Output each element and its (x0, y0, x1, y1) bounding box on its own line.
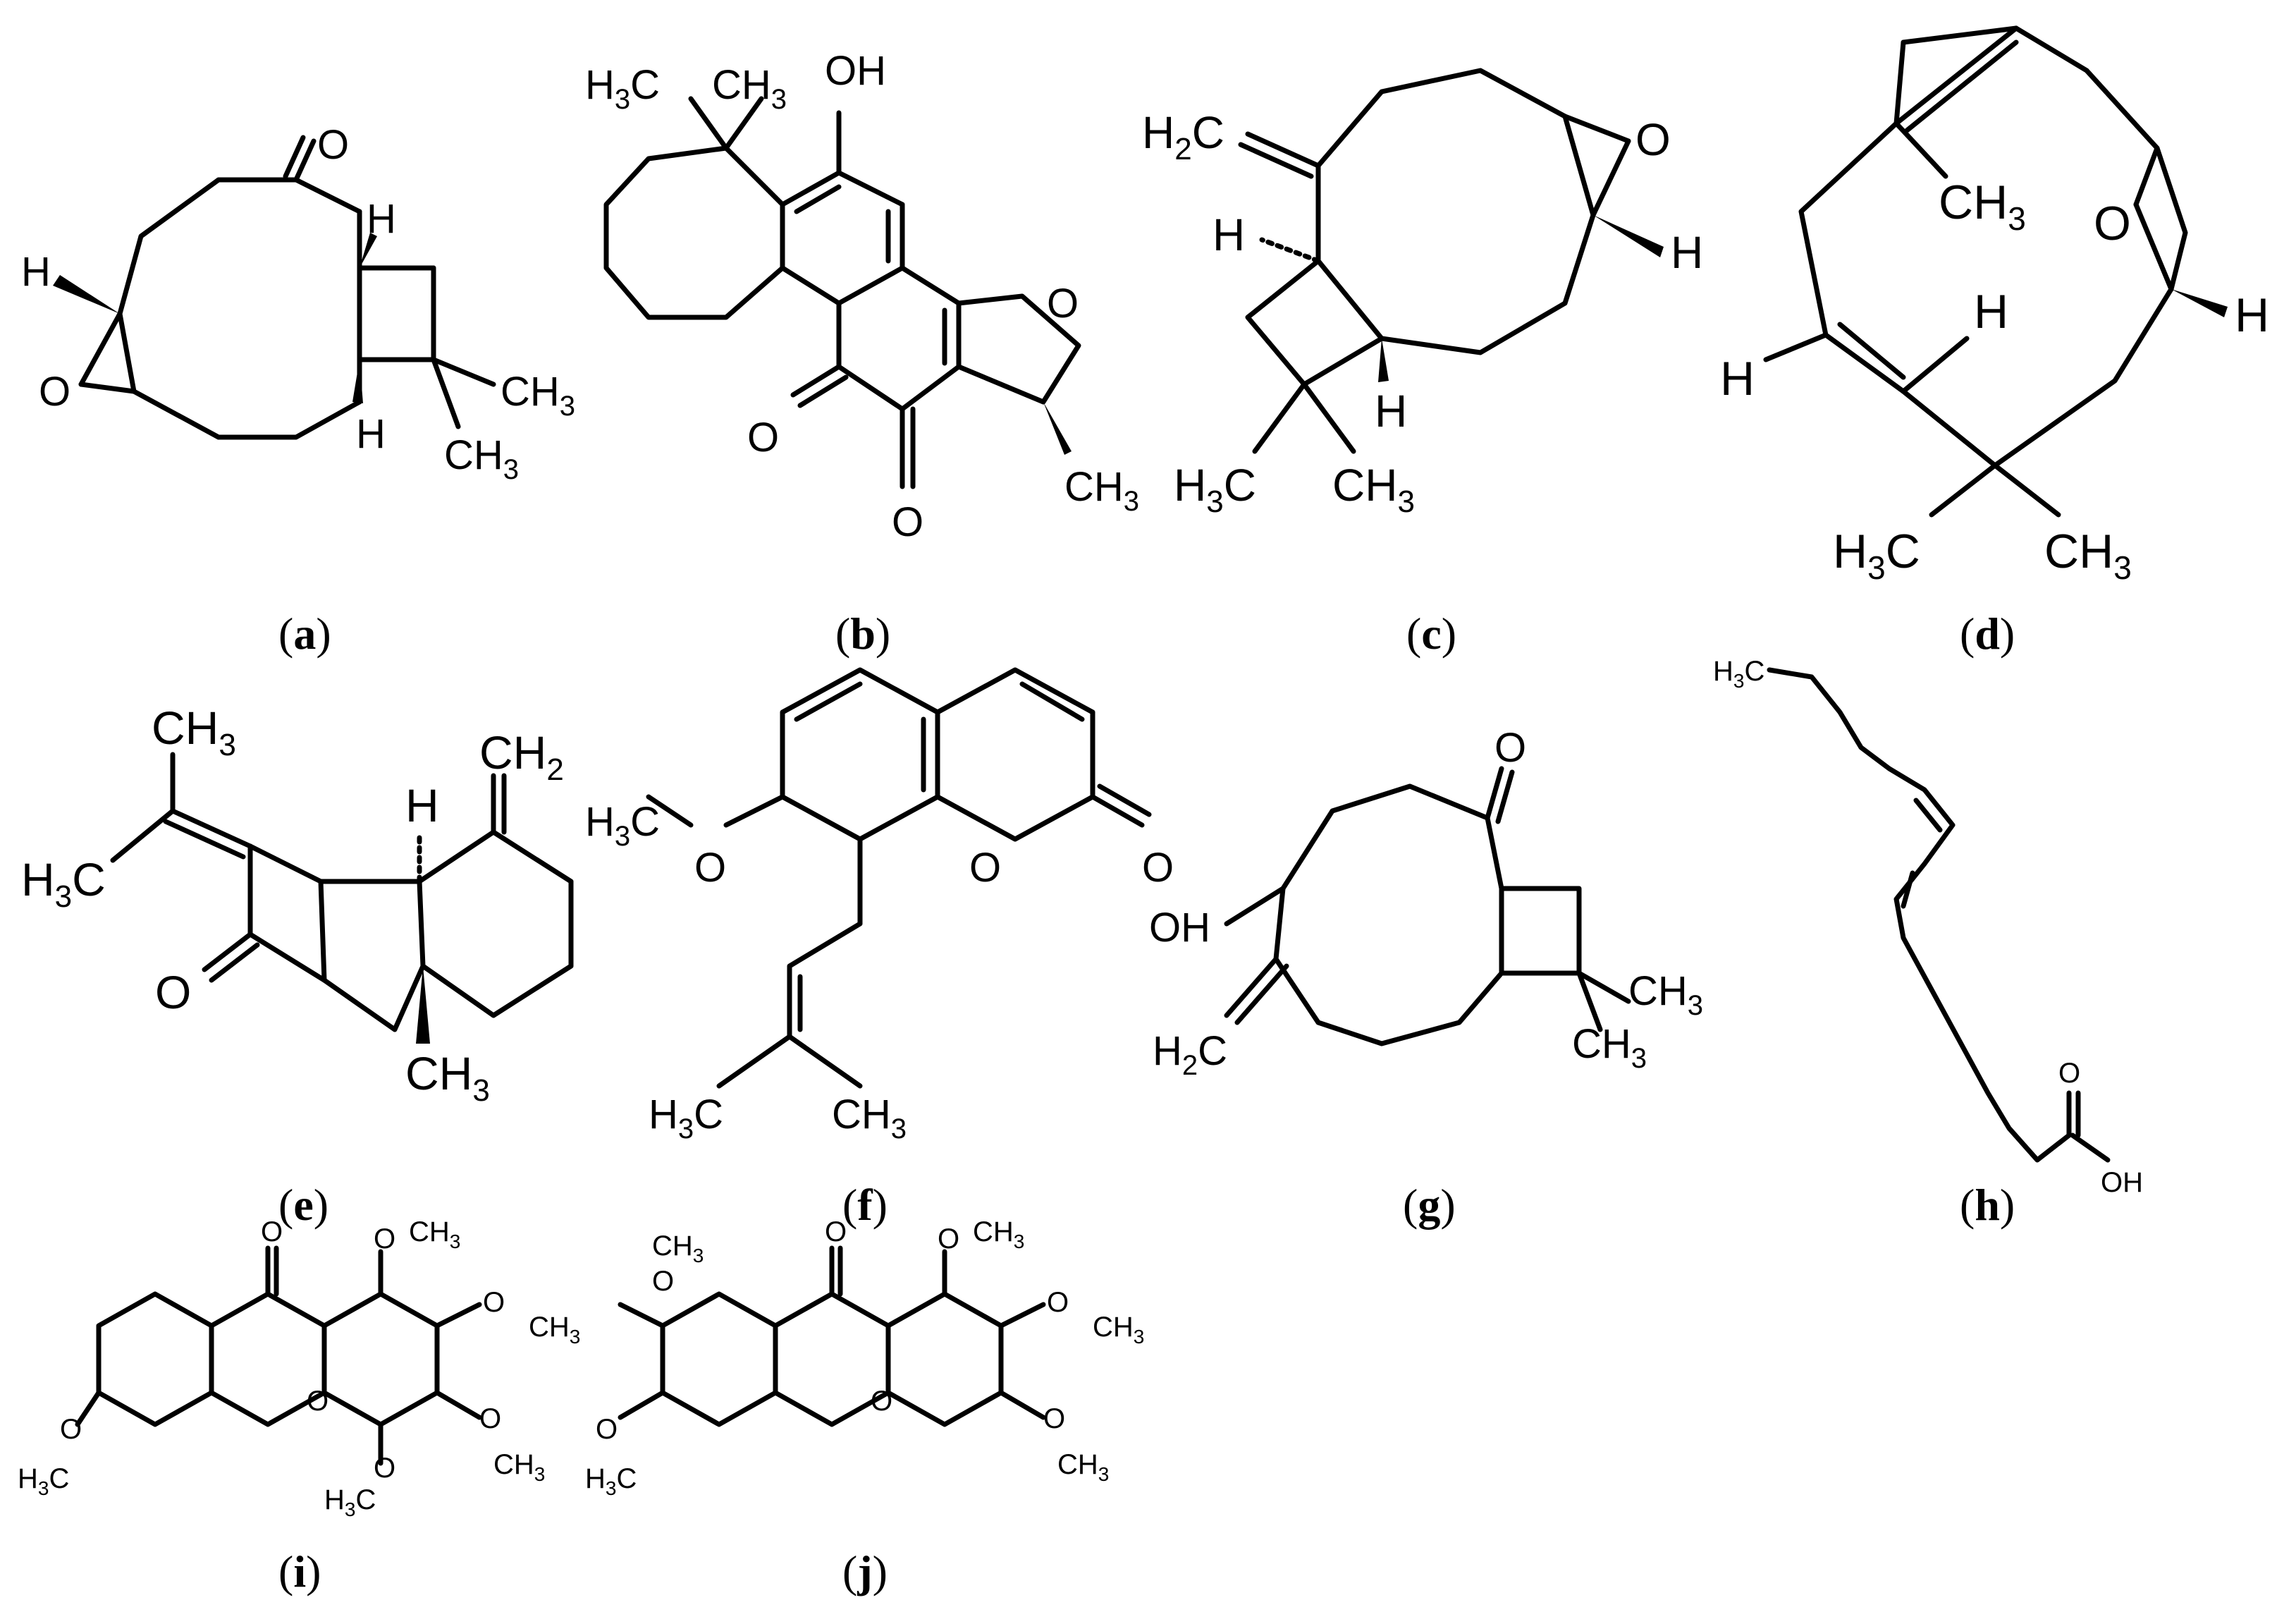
atom-label: O (479, 1403, 501, 1434)
atom-label: O (60, 1414, 82, 1445)
structure-e: CH3 H3C O H CH2 CH3 (21, 702, 574, 1108)
atom-label: O (871, 1386, 892, 1417)
atom-label: OH (2101, 1167, 2143, 1198)
atom-label: CH3 (973, 1216, 1024, 1252)
atom-label: H (2235, 288, 2269, 342)
atom-label: O (374, 1223, 395, 1254)
atom-label: O (1047, 281, 1079, 326)
structure-j: O O O CH3 O CH3 O CH3 O CH3 O H3C (585, 1216, 1144, 1499)
caption-h: (h) (1960, 1180, 2015, 1230)
atom-label: CH3 (501, 369, 575, 422)
atom-label: O (1142, 845, 1174, 891)
atom-label: OH (1149, 905, 1210, 951)
atom-label: H (367, 196, 396, 242)
atom-label: H3C (585, 1463, 637, 1499)
atom-label: H3C (324, 1484, 376, 1520)
atom-label: H (1375, 386, 1407, 436)
atom-label: O (307, 1386, 329, 1417)
atom-label: O (1043, 1403, 1065, 1434)
atom-label: CH3 (152, 702, 236, 762)
atom-label: H (21, 249, 51, 295)
atom-label: H3C (1174, 460, 1256, 519)
caption-g: (g) (1403, 1180, 1456, 1230)
atom-label: H3C (585, 799, 660, 852)
atom-label: H3C (649, 1092, 723, 1144)
atom-label: CH3 (409, 1216, 460, 1252)
structure-d: CH3 O H H H H3C CH3 (1720, 25, 2269, 586)
atom-label: H (405, 779, 439, 831)
atom-label: H3C (585, 62, 660, 115)
atom-label: H (1213, 209, 1245, 260)
atom-label: O (596, 1414, 618, 1445)
atom-label: O (374, 1453, 395, 1484)
atom-label: H3C (18, 1463, 69, 1499)
structure-h: H3C O OH (1713, 656, 2143, 1198)
atom-label: CH3 (1332, 460, 1415, 519)
atom-label: O (892, 499, 923, 545)
atom-label: H (1720, 352, 1755, 405)
atom-label: H3C (21, 853, 106, 914)
atom-label: H (1671, 227, 1703, 278)
atom-label: O (261, 1216, 283, 1247)
atom-label: CH3 (2044, 525, 2132, 586)
caption-e: (e) (278, 1180, 329, 1230)
caption-a: (a) (278, 609, 331, 659)
caption-f: (f) (842, 1180, 888, 1230)
atom-label: O (483, 1287, 505, 1318)
atom-label: O (39, 369, 70, 415)
atom-label: H (1974, 285, 2008, 338)
atom-label: O (825, 1216, 847, 1247)
atom-label: H3C (1833, 525, 1920, 586)
atom-label: H2C (1153, 1028, 1227, 1081)
structure-b: OH H3C CH3 O O O CH3 (585, 48, 1139, 545)
atom-label: O (747, 415, 779, 460)
atom-label: O (938, 1223, 959, 1254)
atom-label: CH3 (652, 1231, 704, 1266)
caption-j: (j) (842, 1546, 888, 1596)
atom-label: H3C (1713, 656, 1764, 692)
atom-label: CH3 (1572, 1021, 1647, 1074)
caption-i: (i) (278, 1546, 321, 1596)
atom-label: O (1494, 725, 1526, 771)
atom-label: O (1635, 114, 1671, 165)
atom-label: O (2094, 197, 2131, 250)
atom-label: CH3 (529, 1312, 580, 1348)
atom-label: CH3 (405, 1047, 490, 1108)
structure-i: O O O CH3 O CH3 O CH3 O H3C O H3C (18, 1216, 580, 1520)
atom-label: O (652, 1266, 674, 1297)
atom-label: CH3 (444, 432, 519, 485)
caption-d: (d) (1960, 609, 2015, 659)
caption-b: (b) (835, 609, 890, 659)
atom-label: CH3 (493, 1449, 545, 1485)
atom-label: CH3 (1064, 464, 1139, 517)
atom-label: O (1047, 1287, 1069, 1318)
atom-label: CH3 (1939, 176, 2026, 237)
atom-label: O (694, 845, 726, 891)
atom-label: H2C (1142, 107, 1224, 166)
atom-label: CH3 (832, 1092, 907, 1144)
atom-label: CH2 (479, 726, 564, 787)
structure-g: O OH H2C CH3 CH3 (1149, 725, 1703, 1081)
atom-label: H (356, 411, 386, 457)
atom-label: OH (825, 48, 886, 94)
atom-label: CH3 (1628, 968, 1703, 1021)
atom-label: CH3 (1093, 1312, 1144, 1348)
structure-c: H2C O H H H H3C CH3 (1142, 68, 1703, 519)
atom-label: CH3 (712, 62, 787, 115)
atom-label: O (317, 122, 349, 168)
caption-c: (c) (1406, 609, 1456, 659)
structure-a: O H H O H CH3 CH3 (21, 122, 575, 485)
atom-label: O (969, 845, 1001, 891)
atom-label: CH3 (1057, 1449, 1109, 1485)
atom-label: O (155, 966, 191, 1018)
structure-f: H3C O O O H3C CH3 (585, 667, 1174, 1144)
atom-label: O (2058, 1058, 2080, 1089)
